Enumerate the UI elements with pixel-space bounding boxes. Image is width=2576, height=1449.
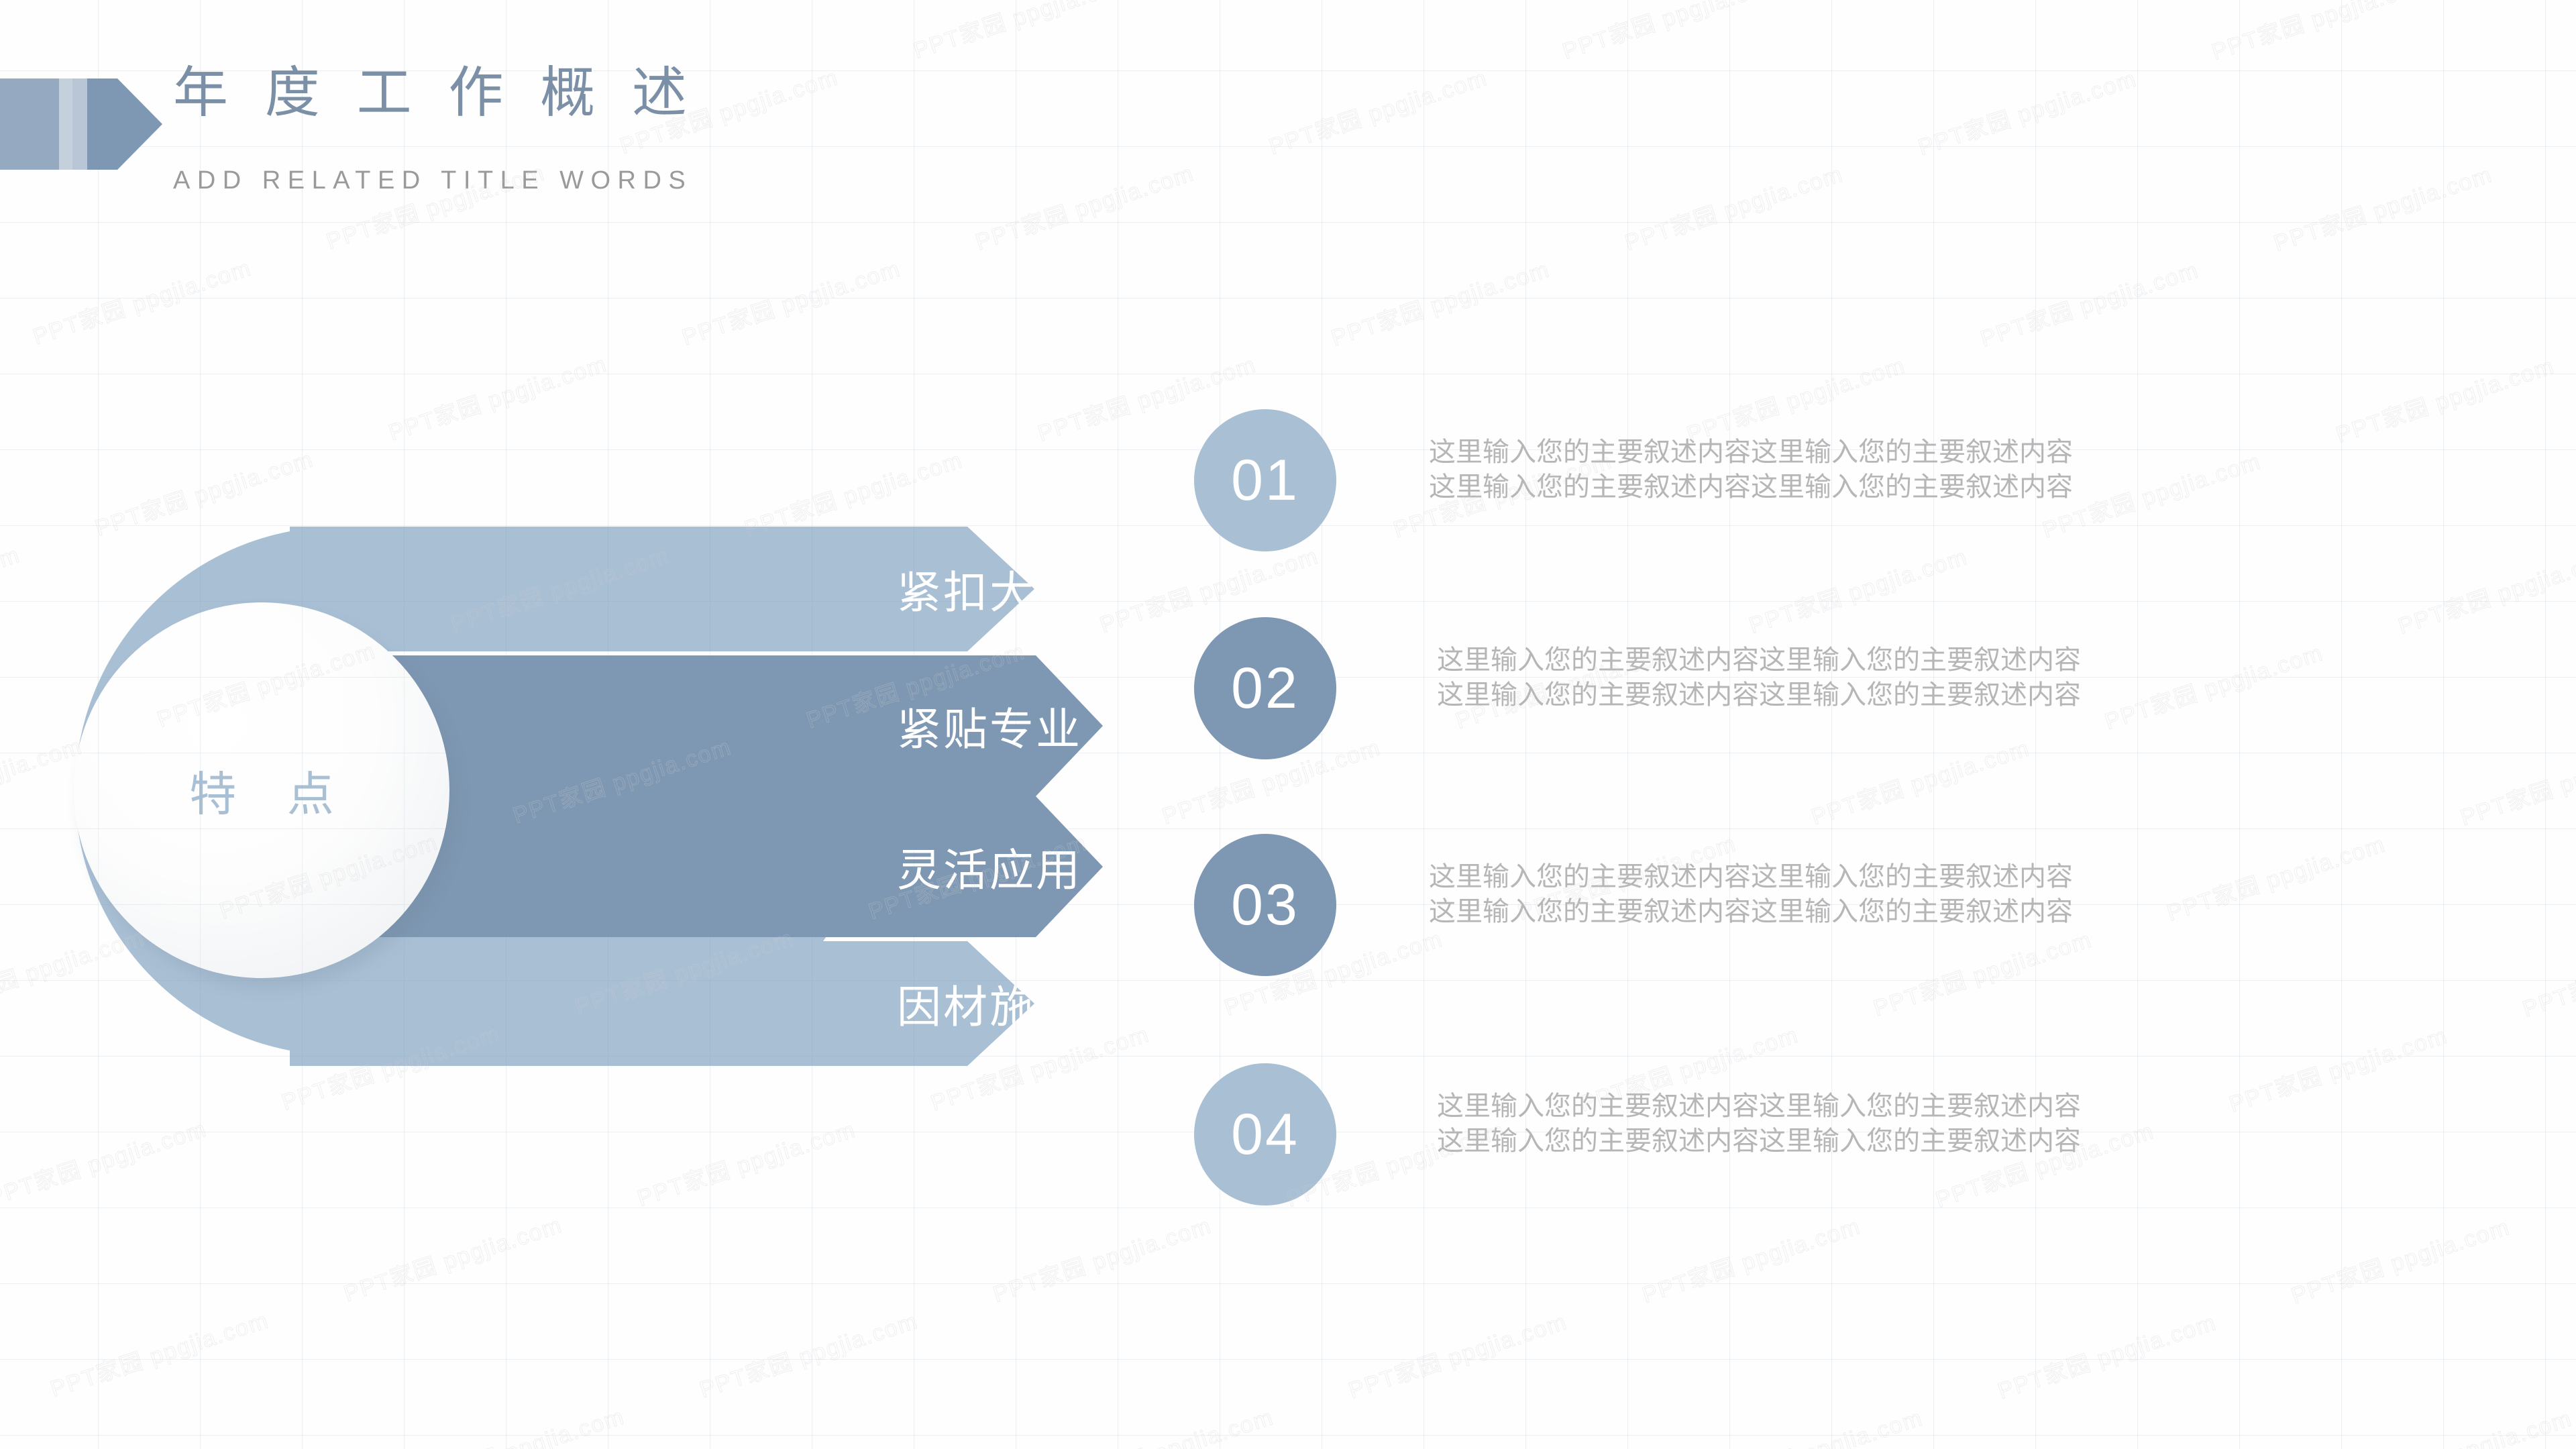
list-item-description-04: 这里输入您的主要叙述内容这里输入您的主要叙述内容 这里输入您的主要叙述内容这里输… (1437, 1089, 2262, 1159)
banner-label-3: 灵活应用 (897, 845, 1082, 895)
watermark-text: PPT家园 ppgjia.com (2457, 735, 2576, 830)
header-arrow-stripe-light (59, 78, 87, 170)
list-item[interactable]: 03 这里输入您的主要叙述内容这里输入您的主要叙述内容 这里输入您的主要叙述内容… (1194, 834, 2281, 979)
desc-line-2: 这里输入您的主要叙述内容这里输入您的主要叙述内容 (1429, 897, 2073, 926)
page-title: 年 度 工 作 概 述 (173, 62, 698, 123)
banner-separator (290, 651, 1034, 655)
desc-line-1: 这里输入您的主要叙述内容这里输入您的主要叙述内容 (1429, 862, 2073, 892)
watermark-text: PPT家园 ppgjia.com (2516, 1020, 2576, 1307)
number-badge-03: 03 (1194, 834, 1336, 976)
desc-line-1: 这里输入您的主要叙述内容这里输入您的主要叙述内容 (1437, 1091, 2081, 1121)
watermark-text: PPT家园 ppgjia.com (2519, 927, 2576, 1022)
desc-line-1: 这里输入您的主要叙述内容这里输入您的主要叙述内容 (1429, 437, 2073, 467)
page-subtitle: ADD RELATED TITLE WORDS (173, 166, 693, 195)
banner-label-1: 紧扣大纲 (897, 568, 1082, 617)
diagram-core-circle[interactable]: 特 点 (74, 602, 449, 978)
list-item[interactable]: 02 这里输入您的主要叙述内容这里输入您的主要叙述内容 这里输入您的主要叙述内容… (1194, 617, 2281, 762)
desc-line-2: 这里输入您的主要叙述内容这里输入您的主要叙述内容 (1429, 472, 2073, 502)
banner-label-2: 紧贴专业 (897, 704, 1082, 754)
number-badge-04: 04 (1194, 1063, 1336, 1205)
banner-item-4[interactable]: 因材施教 (290, 941, 1034, 1066)
list-item-description-01: 这里输入您的主要叙述内容这里输入您的主要叙述内容 这里输入您的主要叙述内容这里输… (1429, 435, 2254, 504)
numbered-list: 01 这里输入您的主要叙述内容这里输入您的主要叙述内容 这里输入您的主要叙述内容… (1194, 0, 2334, 1449)
features-diagram: 紧扣大纲 紧贴专业 灵活应用 因材施教 特 点 (0, 0, 1181, 1449)
desc-line-1: 这里输入您的主要叙述内容这里输入您的主要叙述内容 (1437, 645, 2081, 675)
banner-label-4: 因材施教 (897, 982, 1082, 1032)
list-item[interactable]: 04 这里输入您的主要叙述内容这里输入您的主要叙述内容 这里输入您的主要叙述内容… (1194, 1063, 2281, 1208)
number-badge-01: 01 (1194, 409, 1336, 551)
desc-line-2: 这里输入您的主要叙述内容这里输入您的主要叙述内容 (1437, 680, 2081, 710)
list-item[interactable]: 01 这里输入您的主要叙述内容这里输入您的主要叙述内容 这里输入您的主要叙述内容… (1194, 409, 2281, 554)
diagram-core-label: 特 点 (189, 767, 353, 820)
banner-item-1[interactable]: 紧扣大纲 (290, 527, 1034, 651)
desc-line-2: 这里输入您的主要叙述内容这里输入您的主要叙述内容 (1437, 1126, 2081, 1156)
list-item-description-02: 这里输入您的主要叙述内容这里输入您的主要叙述内容 这里输入您的主要叙述内容这里输… (1437, 643, 2262, 712)
list-item-description-03: 这里输入您的主要叙述内容这里输入您的主要叙述内容 这里输入您的主要叙述内容这里输… (1429, 859, 2254, 929)
number-badge-02: 02 (1194, 617, 1336, 759)
header-arrow-stripe-pale (0, 78, 72, 170)
watermark-text: PPT家园 ppgjia.com (2395, 544, 2576, 639)
